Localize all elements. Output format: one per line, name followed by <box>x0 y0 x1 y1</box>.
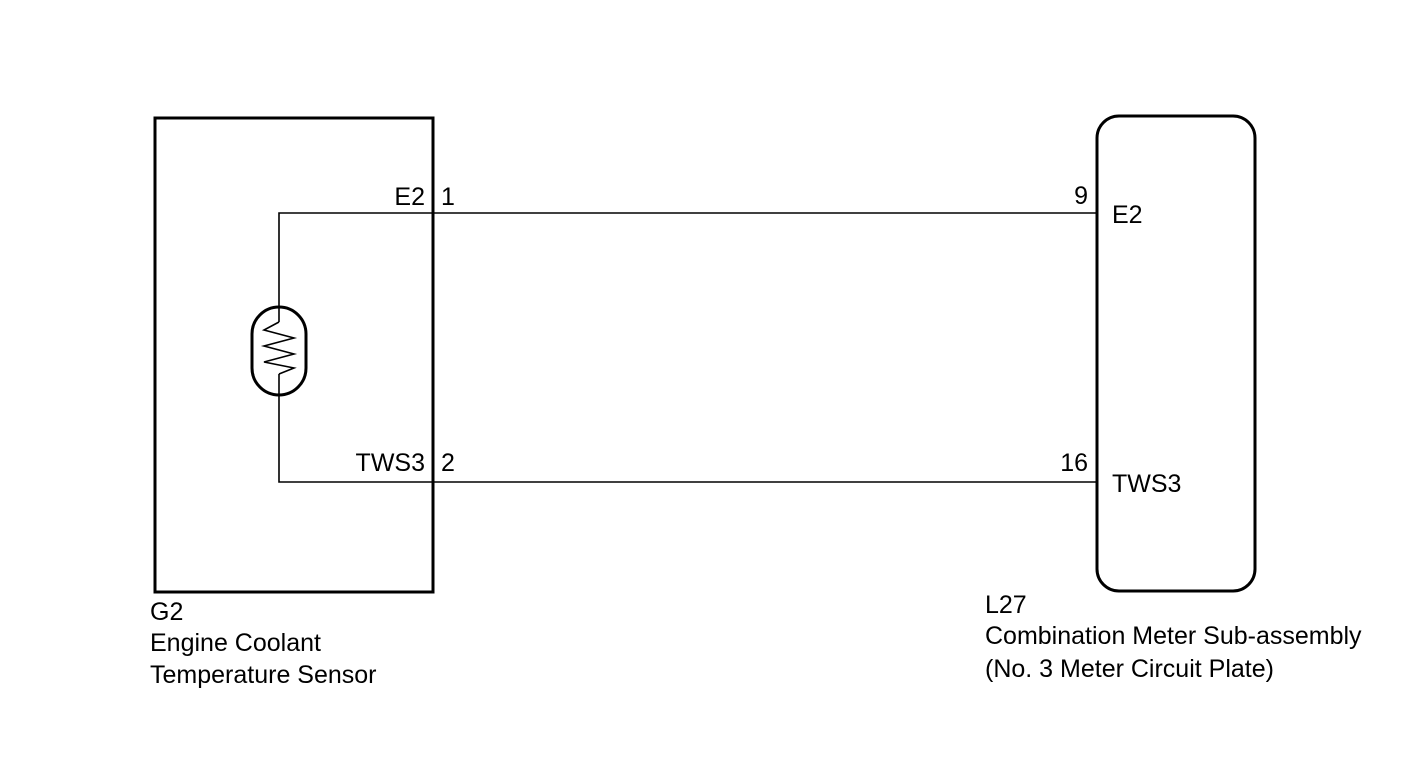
meter-name-line1: Combination Meter Sub-assembly <box>985 622 1362 650</box>
thermistor-icon <box>250 305 308 397</box>
meter-code: L27 <box>985 591 1027 619</box>
sensor-name-line1: Engine Coolant <box>150 629 321 657</box>
meter-terminal-tws3-name: TWS3 <box>1112 470 1181 498</box>
sensor-code: G2 <box>150 598 183 626</box>
meter-terminal-e2-name: E2 <box>1112 201 1143 229</box>
sensor-internal-wire <box>278 212 433 483</box>
sensor-terminal-e2-pin: 1 <box>441 183 455 211</box>
sensor-terminal-tws3-name: TWS3 <box>356 449 425 477</box>
meter-box <box>1095 114 1257 593</box>
meter-name-line2: (No. 3 Meter Circuit Plate) <box>985 655 1274 683</box>
sensor-box <box>153 116 435 594</box>
sensor-terminal-tws3-pin: 2 <box>441 449 455 477</box>
sensor-terminal-e2-name: E2 <box>394 183 425 211</box>
sensor-name-line2: Temperature Sensor <box>150 661 377 689</box>
meter-terminal-tws3-pin: 16 <box>1060 449 1088 477</box>
meter-terminal-e2-pin: 9 <box>1074 182 1088 210</box>
